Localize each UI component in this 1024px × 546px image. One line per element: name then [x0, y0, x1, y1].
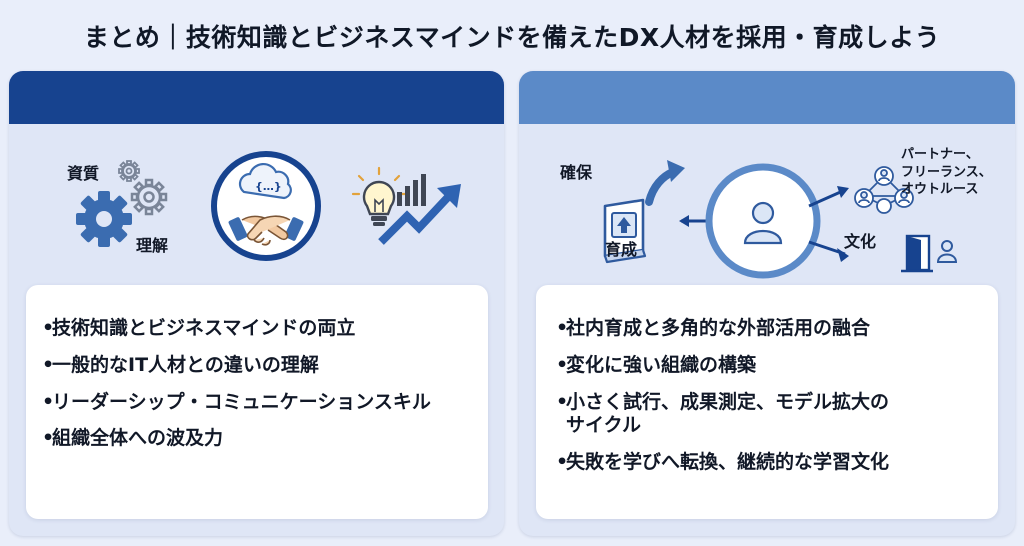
culture-label: 文化 [844, 232, 877, 251]
right-panel: 確保 育成 パートナー、 フリーランス、 オウトルース 文化 •社内育成と多角的… [519, 71, 1015, 536]
down-right-arrow-icon [808, 240, 849, 262]
handshake-icon [228, 215, 304, 246]
left-bullet-item: •組織全体への波及力 [42, 427, 224, 450]
left-bullet-item: •リーダーシップ・コミュニケーションスキル [42, 390, 431, 413]
secure-label: 確保 [560, 163, 593, 182]
book-icon [603, 198, 647, 264]
right-bullet-item: •失敗を学びへ転換、継続的な学習文化 [556, 451, 890, 473]
partners-label: パートナー、 フリーランス、 オウトルース [901, 147, 992, 198]
person-circle [705, 163, 821, 279]
qualification-label: 資質 [67, 164, 100, 183]
left-bullet-item: •一般的なIT人材との違いの理解 [42, 353, 319, 376]
lightbulb-icon [351, 166, 407, 226]
small-person-icon [936, 240, 958, 263]
left-bullet-list: •技術知識とビジネスマインドの両立 •一般的なIT人材との違いの理解 •リーダー… [26, 285, 488, 451]
handshake-circle [211, 151, 321, 261]
left-panel-header [9, 71, 504, 124]
large-gear-icon [76, 191, 132, 247]
right-bullet-item: •変化に強い組織の構築 [556, 353, 757, 376]
small-gear-icon [118, 160, 140, 182]
medium-gear-icon [130, 178, 168, 216]
left-bullet-card: •技術知識とビジネスマインドの両立 •一般的なIT人材との違いの理解 •リーダー… [26, 285, 488, 519]
right-bullet-item: •小さく試行、成果測定、モデル拡大の サイクル [556, 390, 890, 437]
right-illustration: 確保 育成 パートナー、 フリーランス、 オウトルース 文化 [519, 124, 1015, 304]
up-right-arrow-icon [808, 186, 849, 208]
right-bullet-list: •社内育成と多角的な外部活用の融合 •変化に強い組織の構築 •小さく試行、成果測… [536, 285, 998, 475]
right-bullet-item: •社内育成と多角的な外部活用の融合 [556, 317, 871, 339]
person-icon [743, 201, 783, 245]
understanding-label: 理解 [136, 236, 169, 255]
right-bullet-card: •社内育成と多角的な外部活用の融合 •変化に強い組織の構築 •小さく試行、成果測… [536, 285, 998, 519]
door-icon [901, 234, 933, 273]
cloud-icon [238, 162, 292, 200]
develop-label: 育成 [605, 240, 638, 259]
left-bullet-item: •技術知識とビジネスマインドの両立 [42, 317, 356, 339]
network-people-icon [854, 166, 914, 214]
right-panel-header [519, 71, 1015, 124]
left-arrow-icon [679, 215, 707, 227]
growth-chart-icon [378, 174, 461, 245]
curved-up-arrow-icon [645, 160, 685, 206]
cloud-code-text: {…} [255, 180, 282, 193]
left-illustration: 資質 理解 {…} [9, 124, 504, 304]
left-panel: 資質 理解 {…} •技術知識とビジネスマインドの両立 •一般的なIT人材との違… [9, 71, 504, 536]
page-title: まとめ｜技術知識とビジネスマインドを備えたDX人材を採用・育成しよう [83, 23, 941, 52]
